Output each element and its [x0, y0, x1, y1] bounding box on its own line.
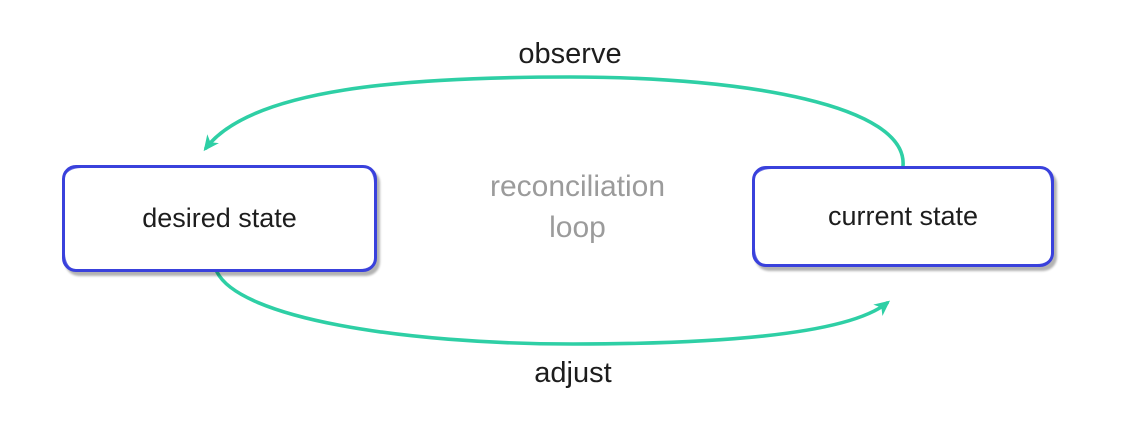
center-label-line-1: reconciliation — [489, 170, 666, 203]
node-current-state-label: current state — [827, 201, 979, 231]
node-desired-state: desired state — [62, 165, 377, 272]
edge-label-adjust: adjust — [534, 357, 612, 389]
center-label: reconciliation loop — [455, 166, 700, 248]
node-current-state: current state — [752, 166, 1054, 267]
edge-label-observe: observe — [518, 38, 622, 70]
center-label-line-2: loop — [549, 211, 606, 244]
adjust-arrow — [215, 270, 891, 346]
node-desired-state-label: desired state — [142, 203, 297, 233]
observe-arrow — [203, 75, 905, 168]
